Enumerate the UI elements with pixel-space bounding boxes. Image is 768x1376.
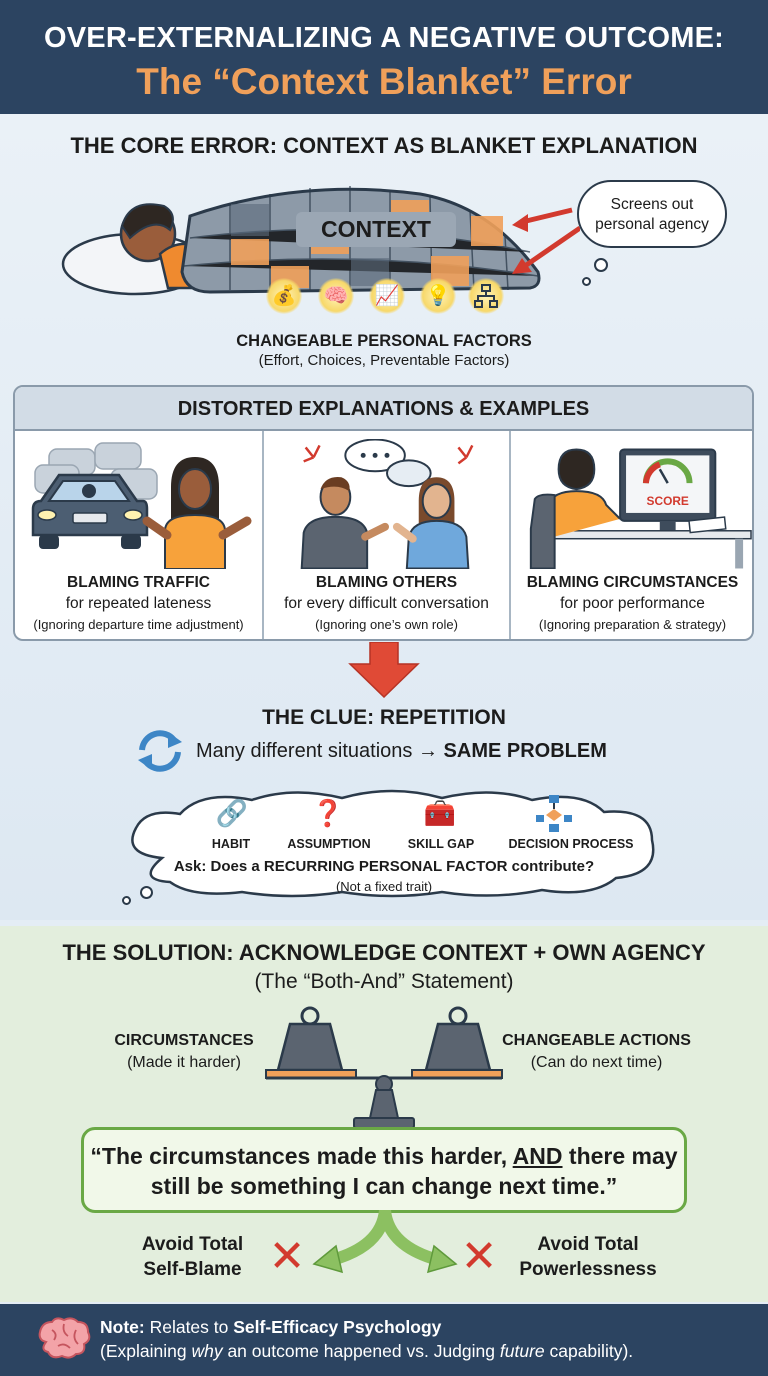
repetition-start: Many different situations xyxy=(196,740,413,762)
note-l2-b: an outcome happened vs. Judging xyxy=(222,1341,500,1361)
context-label: CONTEXT xyxy=(296,212,456,247)
x-mark-icon: ✕ xyxy=(268,1232,306,1281)
both-and-statement: “The circumstances made this harder, AND… xyxy=(81,1127,687,1213)
growth-chart-icon: 📈 xyxy=(369,278,405,314)
cloud-dot xyxy=(140,886,153,899)
quote-and: AND xyxy=(512,1143,563,1169)
org-chart-icon xyxy=(468,278,504,314)
score-label: SCORE xyxy=(647,494,689,508)
example-note: (Ignoring departure time adjustment) xyxy=(33,617,244,632)
footer-note: Note: Relates to Self-Efficacy Psycholog… xyxy=(0,1304,768,1376)
traffic-illustration xyxy=(31,442,252,569)
footer-line-2: (Explaining why an outcome happened vs. … xyxy=(100,1341,633,1362)
left-weight-sub: (Made it harder) xyxy=(127,1054,241,1071)
solution-subtitle: (The “Both-And” Statement) xyxy=(254,970,514,993)
quote-part-1: “The circumstances made this harder, xyxy=(90,1143,513,1169)
example-title: BLAMING TRAFFIC xyxy=(67,574,210,591)
note-l2-future: future xyxy=(499,1341,545,1361)
split-arrows-icon xyxy=(312,1210,458,1274)
example-circumstances: SCORE BLAMING CIRCUMSTANCES for poor per… xyxy=(509,431,752,639)
arrow-glyph: → xyxy=(417,740,438,762)
down-arrow-icon xyxy=(348,642,420,698)
header-banner: OVER-EXTERNALIZING A NEGATIVE OUTCOME: T… xyxy=(0,0,768,114)
lightbulb-icon: 💡 xyxy=(420,278,456,314)
bubble-line-1: Screens out xyxy=(610,196,694,213)
quote-part-2: there may still be something I can chang… xyxy=(150,1143,678,1199)
clue-heading: THE CLUE: REPETITION xyxy=(262,706,506,729)
thought-bubble: Screens out personal agency xyxy=(577,180,727,248)
example-traffic: BLAMING TRAFFIC for repeated lateness (I… xyxy=(15,431,262,639)
ask-question: Ask: Does a RECURRING PERSONAL FACTOR co… xyxy=(173,858,595,875)
note-l2-why: why xyxy=(191,1341,223,1361)
right-weight-sub: (Can do next time) xyxy=(530,1054,663,1071)
computer-score-illustration: SCORE xyxy=(529,448,752,569)
bubble-dot xyxy=(582,277,591,286)
example-note: (Ignoring one’s own role) xyxy=(315,617,458,632)
repeat-cycle-icon xyxy=(138,730,182,772)
note-l2-a: (Explaining xyxy=(100,1341,192,1361)
example-title: BLAMING CIRCUMSTANCES xyxy=(526,574,739,591)
page-title: OVER-EXTERNALIZING A NEGATIVE OUTCOME: xyxy=(44,22,724,54)
example-title: BLAMING OTHERS xyxy=(315,574,458,591)
right-weight-title: CHANGEABLE ACTIONS xyxy=(502,1032,691,1049)
page-subtitle: The “Context Blanket” Error xyxy=(136,61,632,102)
avoid-left-line-2: Self-Blame xyxy=(143,1259,242,1280)
balance-scale-icon xyxy=(265,1006,503,1129)
example-subtitle: for every difficult conversation xyxy=(284,595,489,612)
avoid-right-line-2: Powerlessness xyxy=(519,1259,657,1280)
example-subtitle: for poor performance xyxy=(560,595,705,612)
clue-item-decision-process: DECISION PROCESS xyxy=(508,837,634,851)
avoid-self-blame: Avoid Total Self-Blame xyxy=(130,1232,255,1282)
left-weight-label: CIRCUMSTANCES (Made it harder) xyxy=(104,1032,264,1072)
money-icon: 💰 xyxy=(266,278,302,314)
argument-illustration xyxy=(300,439,474,569)
distorted-panel: DISTORTED EXPLANATIONS & EXAMPLES BLAMIN… xyxy=(13,385,754,641)
clue-item-skill-gap: SKILL GAP xyxy=(407,837,475,851)
head-question-icon: ❓ xyxy=(311,798,345,828)
footer-line-1: Note: Relates to Self-Efficacy Psycholog… xyxy=(100,1317,441,1338)
right-weight-label: CHANGEABLE ACTIONS (Can do next time) xyxy=(494,1032,699,1072)
flowchart-icon xyxy=(534,793,574,833)
clue-item-assumption: ASSUMPTION xyxy=(287,837,371,851)
note-bold: Self-Efficacy Psychology xyxy=(233,1317,442,1337)
brain-icon xyxy=(38,1317,91,1359)
clue-item-habit: HABIT xyxy=(211,837,251,851)
example-others: BLAMING OTHERS for every difficult conve… xyxy=(262,431,509,639)
bubble-line-2: personal agency xyxy=(595,216,709,233)
repetition-line: Many different situations → SAME PROBLEM xyxy=(196,740,607,763)
factors-title: CHANGEABLE PERSONAL FACTORS xyxy=(236,332,532,350)
brain-gear-icon: 🧠 xyxy=(318,278,354,314)
avoid-left-line-1: Avoid Total xyxy=(141,1234,244,1255)
distorted-heading: DISTORTED EXPLANATIONS & EXAMPLES xyxy=(15,387,752,431)
example-note: (Ignoring preparation & strategy) xyxy=(538,617,727,632)
factors-subtitle: (Effort, Choices, Preventable Factors) xyxy=(258,352,510,369)
note-l2-c: capability). xyxy=(544,1341,634,1361)
solution-heading: THE SOLUTION: ACKNOWLEDGE CONTEXT + OWN … xyxy=(62,940,706,965)
note-text: Relates to xyxy=(144,1317,234,1337)
left-weight-title: CIRCUMSTANCES xyxy=(114,1032,254,1049)
toolbox-icon: 🧰 xyxy=(423,798,457,828)
cloud-dot xyxy=(122,896,131,905)
repetition-end: SAME PROBLEM xyxy=(443,740,607,762)
clue-cloud xyxy=(131,789,655,898)
x-mark-icon: ✕ xyxy=(460,1232,498,1281)
chain-link-icon: 🔗 xyxy=(215,798,249,828)
avoid-right-line-1: Avoid Total xyxy=(537,1234,639,1255)
ask-note: (Not a fixed trait) xyxy=(335,879,433,894)
blanket-illustration xyxy=(61,186,580,296)
bubble-dot xyxy=(594,258,608,272)
avoid-powerlessness: Avoid Total Powerlessness xyxy=(508,1232,668,1282)
note-label: Note: xyxy=(100,1317,145,1337)
example-subtitle: for repeated lateness xyxy=(65,595,212,612)
core-error-heading: THE CORE ERROR: CONTEXT AS BLANKET EXPLA… xyxy=(70,133,698,158)
